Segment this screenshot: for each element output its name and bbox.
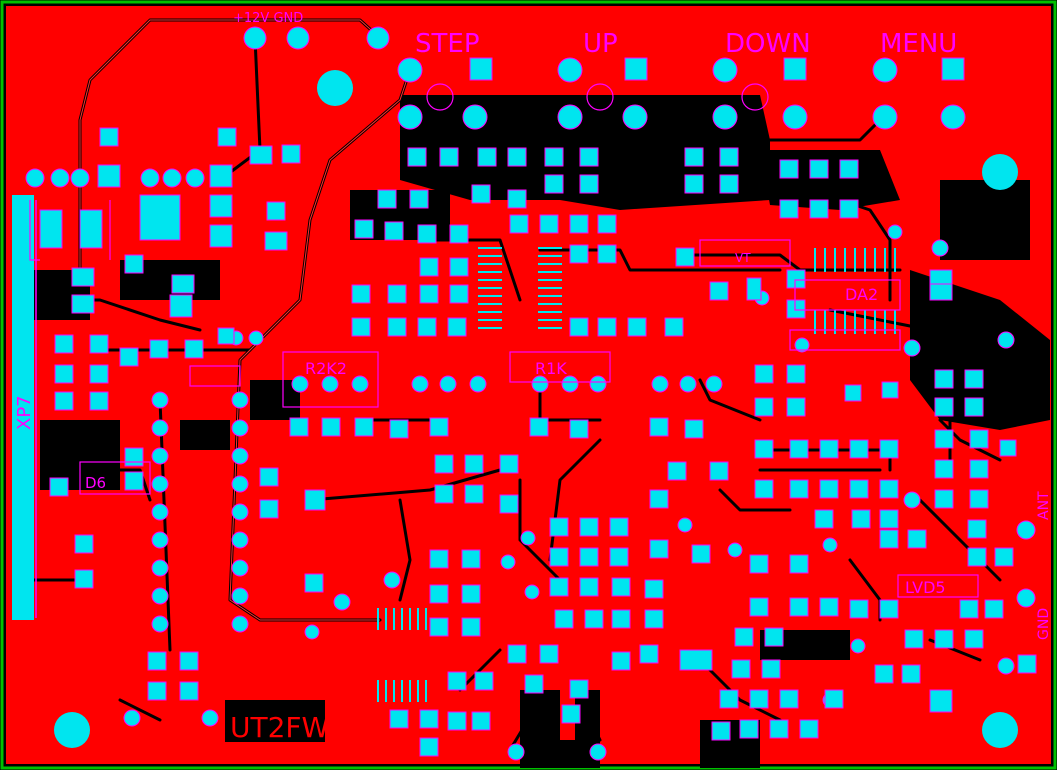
mounting-hole-bottom-left bbox=[54, 712, 90, 748]
mounting-holes bbox=[54, 70, 1018, 748]
label-designator-r1k: R1K bbox=[535, 359, 567, 378]
silkscreen-outlines bbox=[29, 83, 979, 598]
label-gnd-right: GND bbox=[1036, 608, 1052, 640]
smd-pads bbox=[39, 145, 1017, 757]
cross-vias bbox=[49, 57, 1037, 741]
label-button-down: DOWN bbox=[725, 29, 811, 59]
label-designator-lvd5: LVD5 bbox=[905, 578, 946, 597]
silkscreen-labels: +12V GND STEP UP DOWN MENU XP7 R2K2 R1K … bbox=[14, 11, 1052, 640]
label-designator-vt: VT bbox=[735, 251, 751, 265]
label-button-step: STEP bbox=[415, 29, 480, 59]
label-designator-d6: D6 bbox=[85, 474, 106, 492]
label-antenna: ANT bbox=[1036, 491, 1052, 520]
connector-xp7 bbox=[12, 195, 37, 620]
label-button-menu: MENU bbox=[880, 29, 957, 59]
copper-traces-highlight bbox=[79, 19, 411, 621]
board-name-block: UT2FW bbox=[225, 700, 329, 744]
label-resistor-network: R2K2 bbox=[305, 359, 347, 378]
round-pads bbox=[25, 26, 1036, 761]
ic-footprints bbox=[377, 247, 896, 702]
label-power-top: +12V GND bbox=[233, 11, 303, 26]
label-board-name: UT2FW bbox=[230, 711, 329, 744]
label-designator-da2: DA2 bbox=[845, 285, 878, 304]
label-connector-xp7: XP7 bbox=[14, 395, 35, 430]
mounting-hole-bottom-right bbox=[982, 712, 1018, 748]
label-button-up: UP bbox=[583, 29, 618, 59]
mounting-hole-top-left bbox=[317, 70, 353, 106]
mounting-hole-top-right bbox=[982, 154, 1018, 190]
